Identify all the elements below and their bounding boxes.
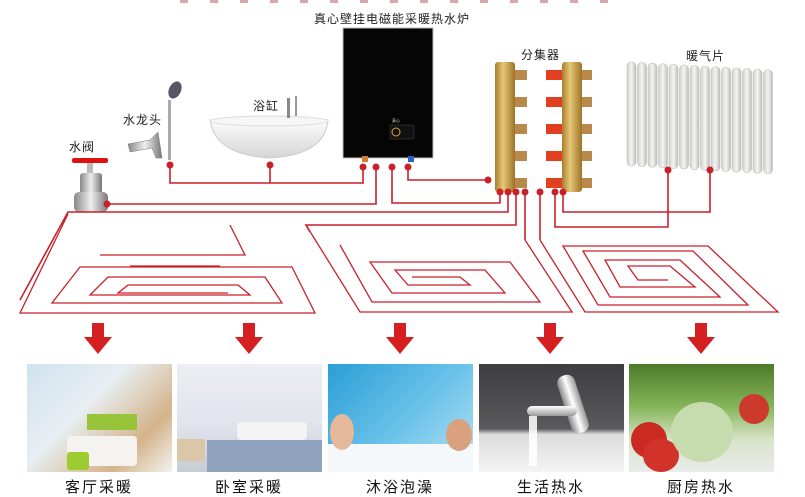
caption-bath: 沐浴泡澡 bbox=[365, 478, 434, 496]
bathtub-label: 浴缸 bbox=[253, 99, 280, 113]
radiator-column bbox=[700, 65, 710, 171]
radiator-column bbox=[710, 66, 721, 172]
radiator-column bbox=[647, 62, 658, 168]
cropped-title-fragment bbox=[180, 0, 630, 3]
arrow-down-icon bbox=[536, 323, 564, 354]
radiator-column bbox=[668, 64, 679, 169]
radiator bbox=[626, 61, 773, 175]
manifold-label: 分集器 bbox=[521, 48, 561, 62]
water-valve bbox=[72, 158, 108, 212]
bedroom-photo bbox=[177, 364, 322, 472]
arrow-down-icon bbox=[84, 323, 112, 354]
boiler-label: 真心壁挂电磁能采暖热水炉 bbox=[314, 12, 471, 26]
living-room-photo bbox=[27, 364, 172, 472]
radiator-column bbox=[637, 62, 647, 167]
floor-heating-loop-1 bbox=[18, 213, 317, 314]
boiler-display bbox=[389, 124, 415, 140]
arrow-down-icon bbox=[235, 323, 263, 354]
bathtub bbox=[209, 96, 329, 159]
pipe-junctions bbox=[103, 161, 714, 208]
radiator-column bbox=[658, 63, 668, 169]
faucet-photo bbox=[479, 364, 624, 472]
vegetables-photo bbox=[629, 364, 774, 472]
caption-domestic-hot-water: 生活热水 bbox=[516, 478, 585, 496]
radiator-column bbox=[721, 67, 731, 172]
shower-faucet bbox=[127, 81, 182, 160]
caption-bedroom-heating: 卧室采暖 bbox=[214, 478, 283, 496]
radiator-column bbox=[752, 68, 763, 174]
floor-heating-loop-2 bbox=[305, 224, 574, 313]
boiler: 真心 bbox=[342, 27, 434, 162]
radiator-column bbox=[742, 68, 752, 173]
floor-heating-loop-3 bbox=[539, 239, 780, 313]
flow-arrows bbox=[84, 323, 715, 354]
arrow-down-icon bbox=[687, 323, 715, 354]
caption-kitchen-hot-water: 厨房热水 bbox=[666, 478, 735, 496]
radiator-column bbox=[689, 65, 700, 170]
radiator-column bbox=[763, 69, 773, 175]
valve-label: 水阀 bbox=[69, 140, 96, 154]
caption-living-room-heating: 客厅采暖 bbox=[64, 478, 133, 496]
bath-photo bbox=[328, 364, 473, 472]
manifold bbox=[495, 62, 592, 192]
radiator-label: 暖气片 bbox=[686, 49, 726, 63]
faucet-label: 水龙头 bbox=[123, 113, 163, 127]
svg-text:真心: 真心 bbox=[392, 117, 400, 123]
radiator-column bbox=[679, 64, 689, 170]
arrow-down-icon bbox=[386, 323, 414, 354]
radiator-column bbox=[626, 61, 637, 167]
supply-pipes bbox=[19, 165, 711, 301]
radiator-column bbox=[731, 67, 742, 173]
